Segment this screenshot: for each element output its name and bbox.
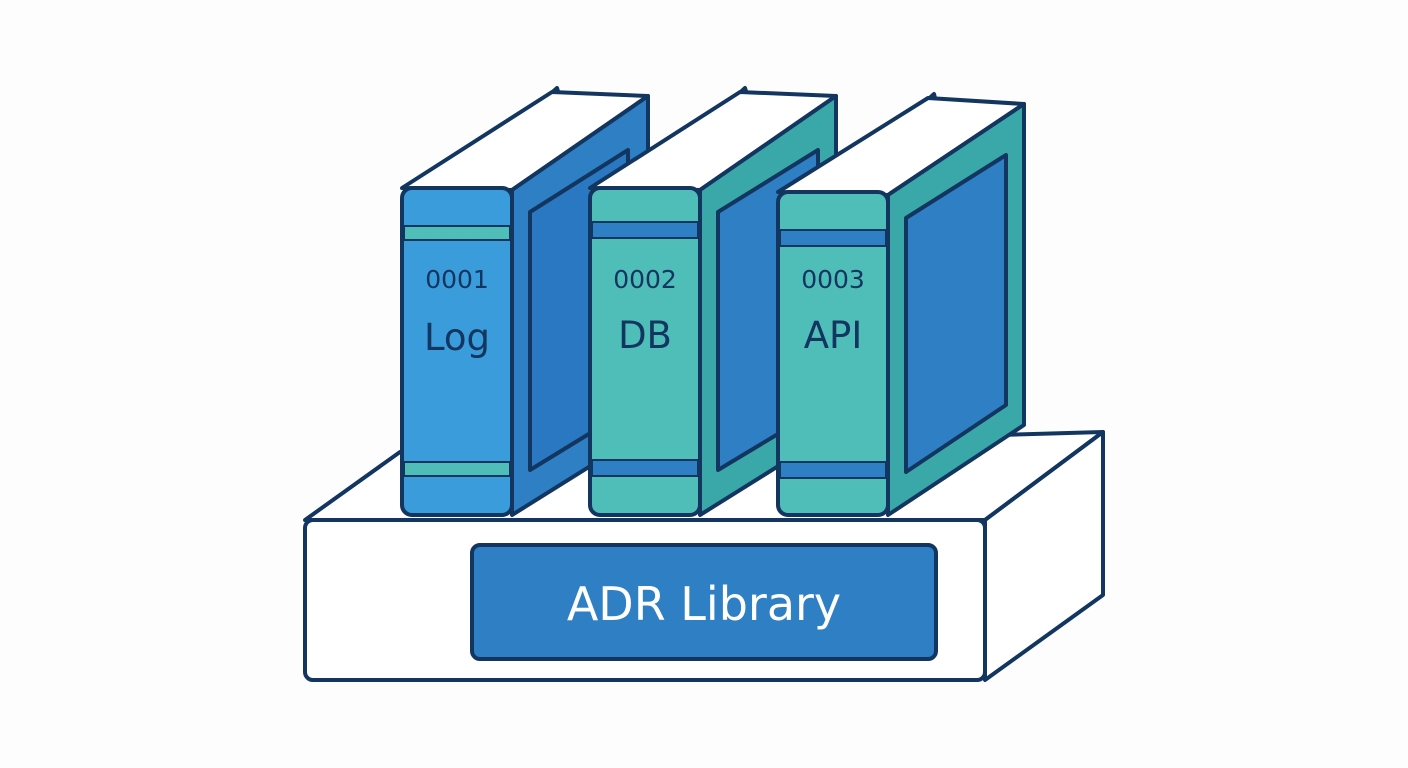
book-number: 0001	[425, 265, 489, 294]
shelf-label-plate	[470, 543, 938, 661]
spine-band-bottom	[403, 461, 511, 477]
book-cover-panel	[904, 153, 1008, 474]
spine-band-top	[779, 229, 887, 247]
book-number: 0003	[801, 265, 865, 294]
spine-band-bottom	[591, 459, 699, 477]
book-title: API	[804, 314, 863, 357]
spine-band-bottom	[779, 461, 887, 479]
book-spine	[400, 186, 514, 517]
spine-band-top	[403, 225, 511, 241]
book-spine	[588, 186, 702, 517]
book-title: DB	[618, 314, 672, 357]
book-0003: 0003 API	[776, 92, 1026, 517]
shelf-label: ADR Library	[567, 577, 841, 631]
spine-band-top	[591, 221, 699, 239]
book-number: 0002	[613, 265, 677, 294]
book-spine	[776, 190, 890, 517]
book-title: Log	[424, 316, 490, 359]
